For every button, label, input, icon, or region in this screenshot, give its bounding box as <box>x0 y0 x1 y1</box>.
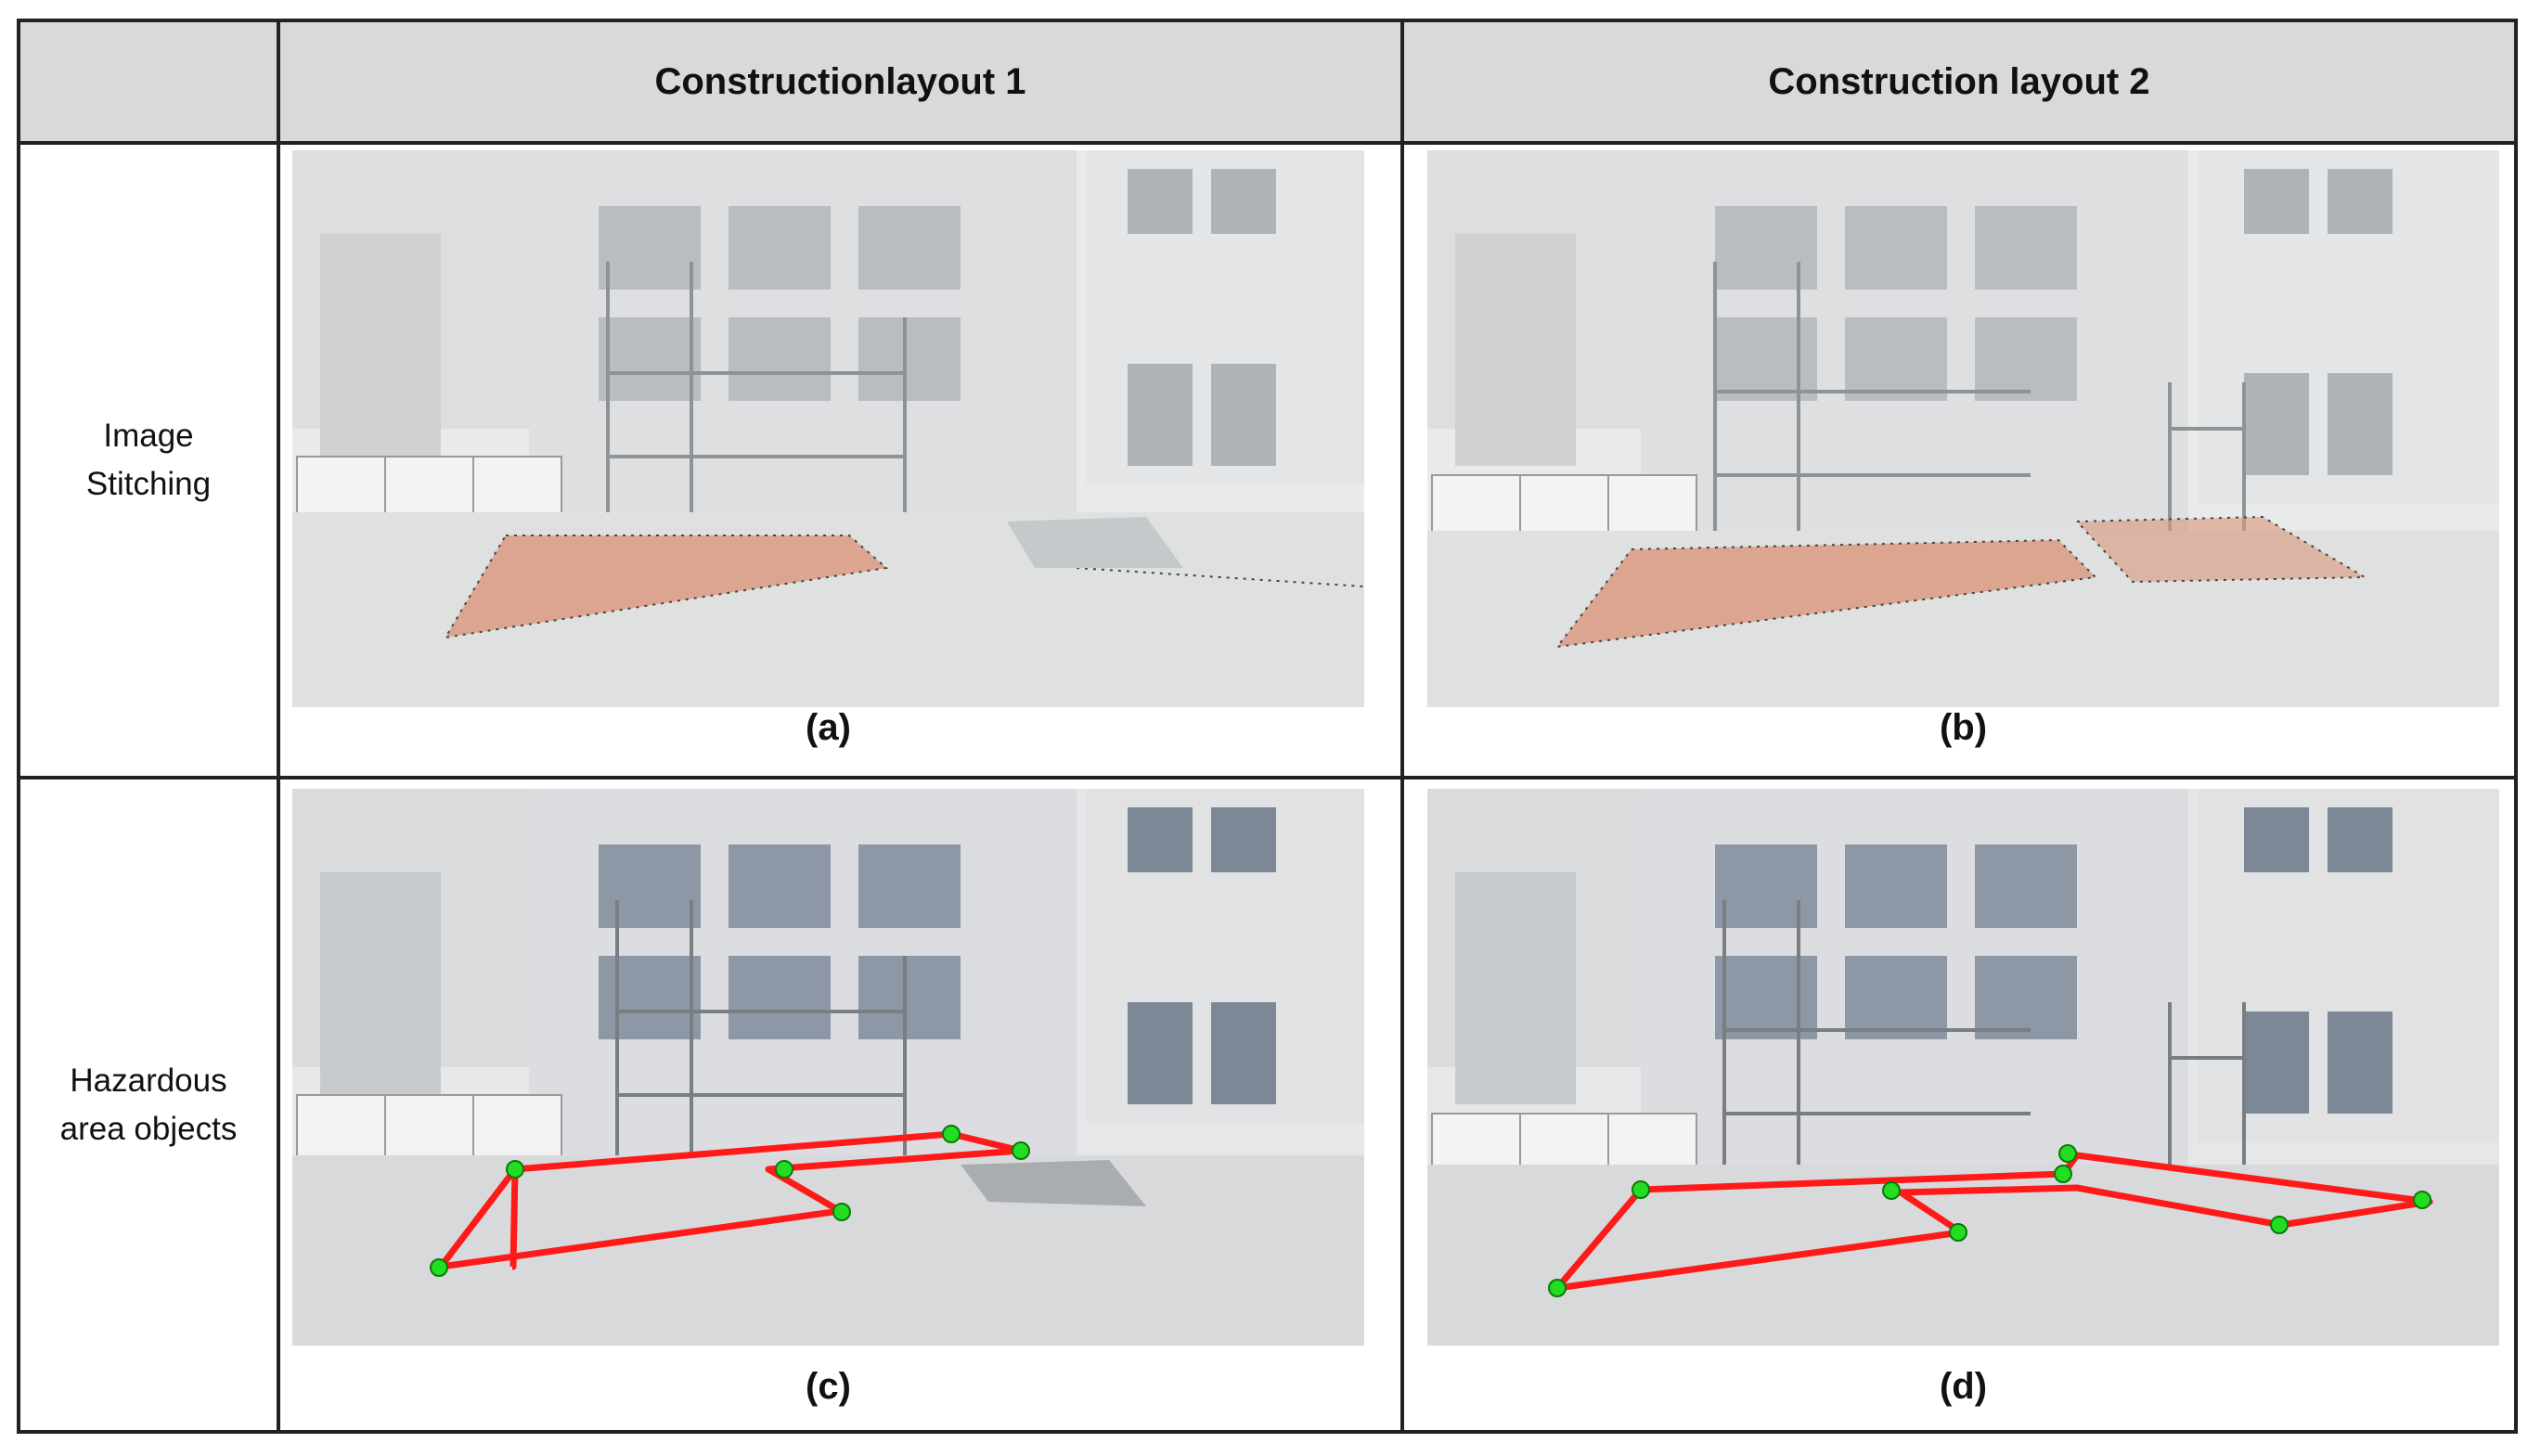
divider-col-2 <box>1400 22 1404 1430</box>
row-label-line: Stitching <box>85 466 212 502</box>
column-header-layout-2: Construction layout 2 <box>1768 60 2150 102</box>
caption-c: (c) <box>806 1366 851 1407</box>
panel-c-hazardous-area <box>292 789 1364 1346</box>
row-label-line: area objects <box>59 1110 238 1147</box>
caption-a: (a) <box>806 707 851 748</box>
divider-row-2 <box>20 776 2514 780</box>
figure-table: Constructionlayout 1 Construction layout… <box>17 19 2518 1434</box>
panel-a-stitched-image <box>292 150 1364 707</box>
column-header-layout-1: Constructionlayout 1 <box>654 60 1026 102</box>
row-label-line: Hazardous <box>70 1062 227 1099</box>
caption-d: (d) <box>1939 1366 1988 1407</box>
scene-c <box>292 789 1364 1346</box>
row-label-line: Image <box>103 418 194 454</box>
scene-d <box>1427 789 2499 1346</box>
row-label-hazardous-area: Hazardous area objects <box>20 780 277 1430</box>
row-label-image-stitching: Image Stitching <box>20 145 277 776</box>
header-row <box>20 22 2514 141</box>
caption-b: (b) <box>1939 707 1988 748</box>
scene-b <box>1427 150 2499 707</box>
scene-a <box>292 150 1364 707</box>
divider-col-1 <box>277 22 280 1430</box>
panel-b-stitched-image <box>1427 150 2499 707</box>
divider-row-1 <box>20 141 2514 145</box>
panel-d-hazardous-area <box>1427 789 2499 1346</box>
